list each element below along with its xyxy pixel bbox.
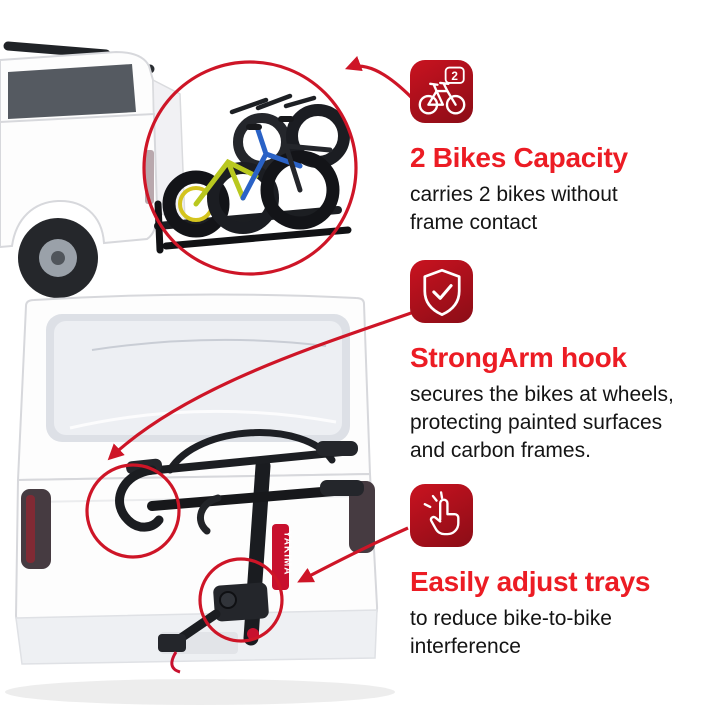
highlight-circle-hook: [85, 463, 181, 559]
arrow-to-hook: [107, 310, 415, 461]
feature-title: 2 Bikes Capacity: [410, 142, 628, 173]
feature-title: StrongArm hook: [410, 342, 627, 373]
feature-bikes-capacity: 2 2 Bikes Capacity carries 2 bikes witho…: [410, 60, 708, 237]
feature-title: Easily adjust trays: [410, 566, 651, 597]
hand-click-glyph: [423, 490, 459, 535]
shield-check-icon: [410, 260, 473, 323]
feature-adjust-trays: Easily adjust trays to reduce bike-to-bi…: [410, 484, 708, 661]
shield-check-glyph: [422, 268, 461, 316]
arrow-to-tray: [297, 526, 409, 583]
highlight-circle-tray-knob: [198, 557, 284, 643]
feature-description: to reduce bike-to-bike interference: [410, 607, 612, 658]
hand-adjust-icon: [410, 484, 473, 547]
truck-rear-photo: YAKIMA: [5, 293, 395, 705]
bike-capacity-icon: 2: [410, 60, 473, 123]
bike-count-badge: 2: [451, 69, 458, 82]
feature-description: carries 2 bikes without frame contact: [410, 183, 618, 234]
arrow-to-bikes: [345, 56, 414, 100]
feature-strongarm-hook: StrongArm hook secures the bikes at whee…: [410, 260, 708, 464]
rack-brand-label: YAKIMA: [282, 531, 293, 576]
highlight-circle-bikes: [142, 60, 358, 276]
bike-2-glyph: 2: [418, 66, 465, 114]
feature-description: secures the bikes at wheels, protecting …: [410, 383, 674, 462]
truck-with-bikes-photo: [0, 41, 352, 298]
callout-annotations: [85, 56, 415, 643]
